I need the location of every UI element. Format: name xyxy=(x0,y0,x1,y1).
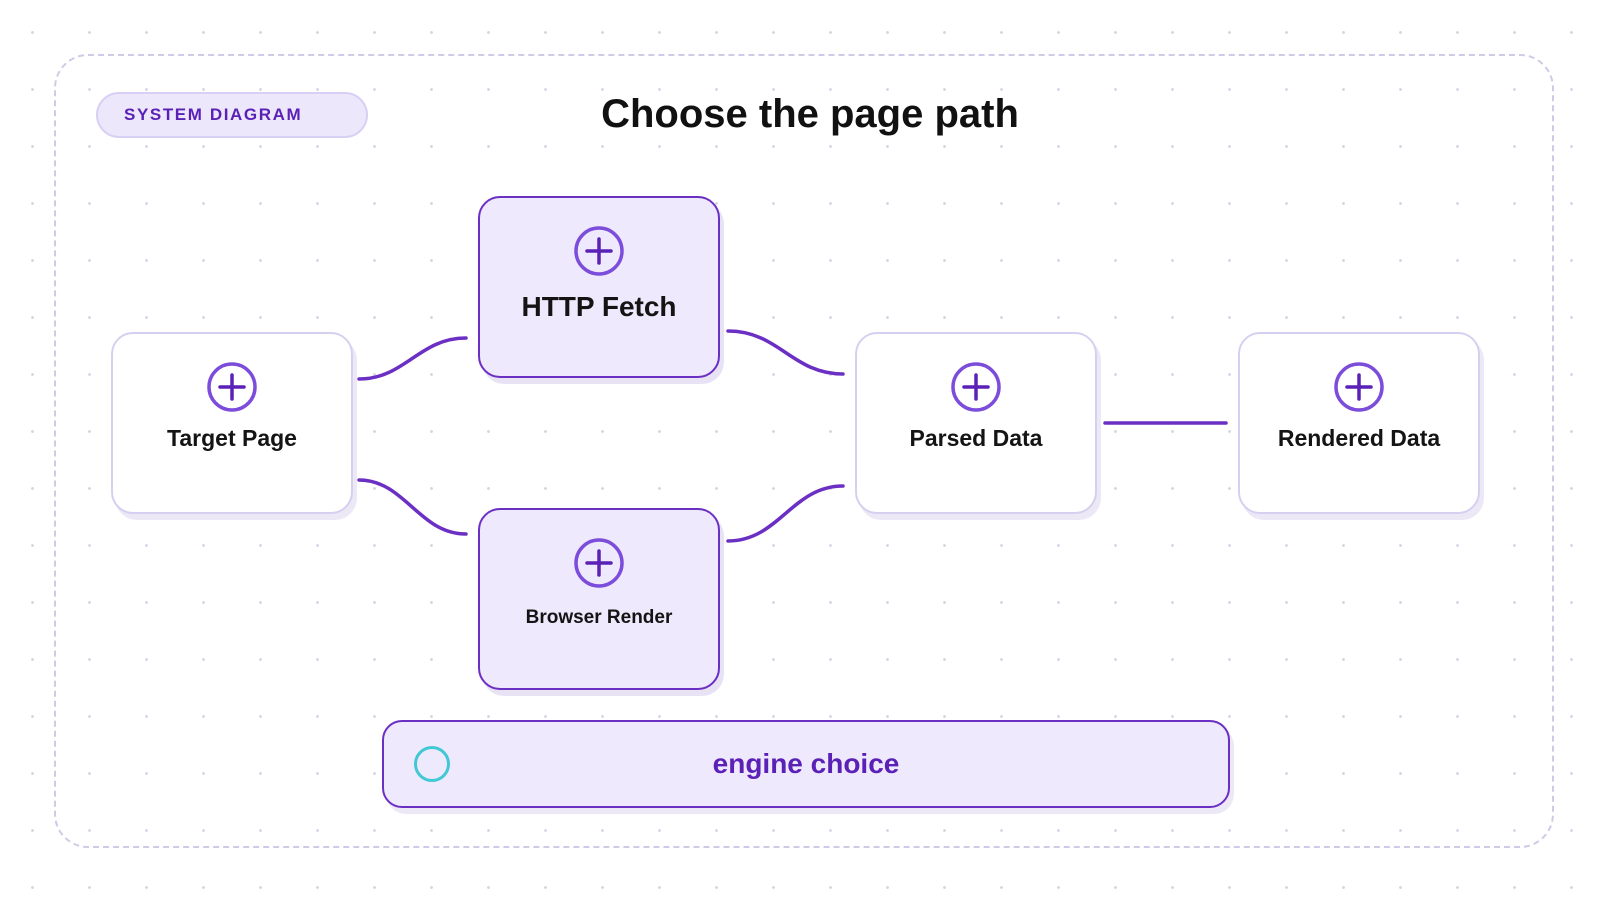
node-label: Parsed Data xyxy=(909,425,1043,451)
edge-target-to-http xyxy=(357,336,468,381)
plus-circle-icon xyxy=(1334,362,1384,412)
edge-http-to-parsed xyxy=(726,329,845,376)
node-label: Browser Render xyxy=(525,607,673,628)
engine-choice-node[interactable]: engine choice xyxy=(382,720,1230,808)
edge-target-to-browser xyxy=(357,478,468,536)
engine-choice-label: engine choice xyxy=(712,748,900,779)
node-parsed-data[interactable]: Parsed Data xyxy=(855,332,1097,514)
ring-icon xyxy=(414,746,450,782)
node-label: Rendered Data xyxy=(1277,425,1441,451)
node-label: HTTP Fetch xyxy=(521,291,677,322)
node-browser-render[interactable]: Browser Render xyxy=(478,508,720,690)
system-diagram-badge: SYSTEM DIAGRAM xyxy=(96,92,368,138)
node-label: Target Page xyxy=(167,425,297,451)
plus-circle-icon xyxy=(574,538,624,588)
diagram-frame xyxy=(54,54,1554,848)
edge-browser-to-parsed xyxy=(726,484,845,543)
plus-circle-icon xyxy=(951,362,1001,412)
plus-circle-icon xyxy=(574,226,624,276)
plus-circle-icon xyxy=(207,362,257,412)
node-rendered-data[interactable]: Rendered Data xyxy=(1238,332,1480,514)
node-http-fetch[interactable]: HTTP Fetch xyxy=(478,196,720,378)
node-target-page[interactable]: Target Page xyxy=(111,332,353,514)
page-title: Choose the page path xyxy=(601,92,1019,136)
